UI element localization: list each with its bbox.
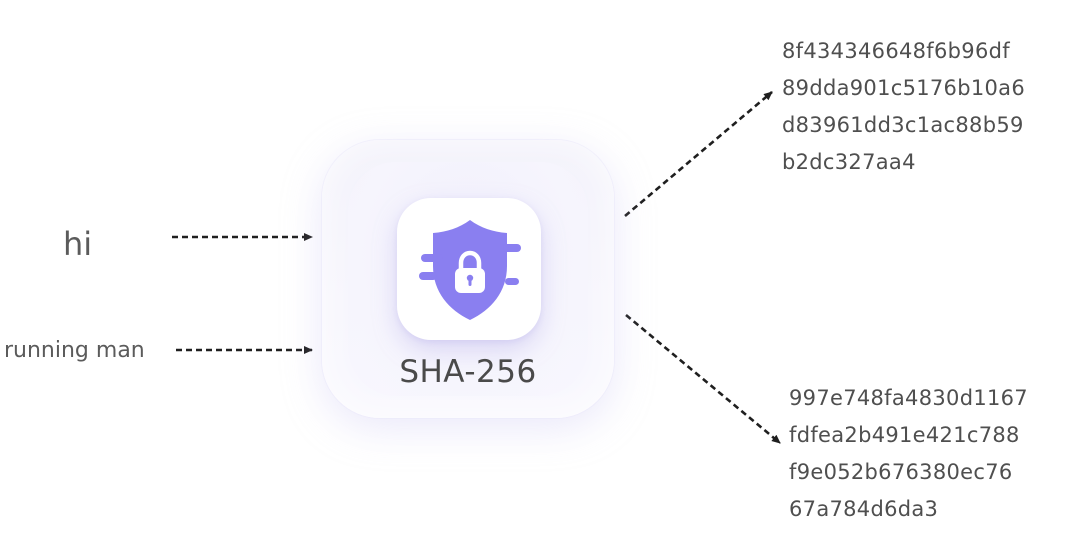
hash-line: b2dc327aa4 [782, 150, 916, 174]
sha256-card: SHA-256 [322, 140, 614, 418]
hash-line: f9e052b676380ec76 [789, 460, 1013, 484]
hash-output-running-man: 997e748fa4830d1167 fdfea2b491e421c788 f9… [789, 380, 1028, 528]
hash-line: 8f434346648f6b96df [782, 39, 1010, 63]
app-icon-tile [397, 198, 541, 340]
hash-line: d83961dd3c1ac88b59 [782, 113, 1024, 137]
hash-line: 997e748fa4830d1167 [789, 386, 1028, 410]
hash-line: fdfea2b491e421c788 [789, 423, 1020, 447]
input-text-hi: hi [63, 225, 93, 263]
hash-line: 89dda901c5176b10a6 [782, 76, 1026, 100]
arrow-card-to-hash-top [624, 91, 773, 217]
hash-line: 67a784d6da3 [789, 497, 939, 521]
shield-lock-icon [419, 220, 521, 320]
algorithm-title: SHA-256 [399, 354, 537, 390]
hash-output-hi: 8f434346648f6b96df 89dda901c5176b10a6 d8… [782, 33, 1025, 181]
arrow-card-to-hash-bottom [625, 314, 781, 444]
input-text-running-man: running man [4, 338, 145, 363]
